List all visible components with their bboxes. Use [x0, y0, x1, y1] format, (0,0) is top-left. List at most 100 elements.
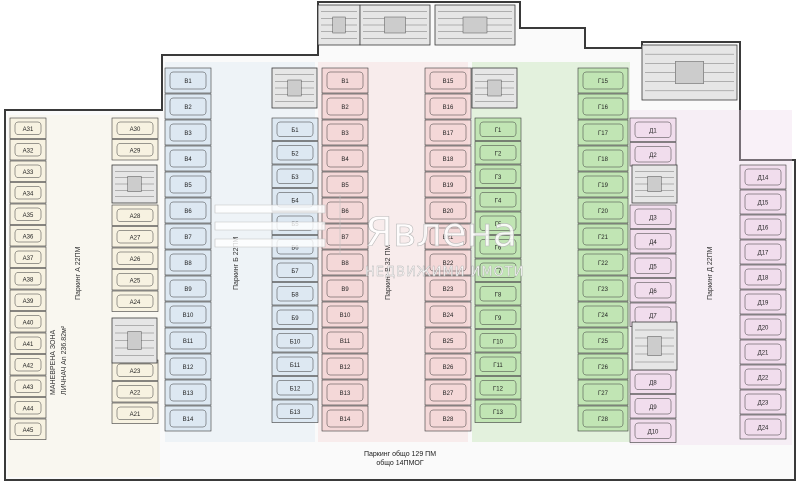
parking-slot-label: Г23	[598, 287, 609, 293]
parking-slot-label: Г5	[495, 222, 502, 228]
parking-slot-label: Д6	[649, 289, 657, 295]
parking-slot: A30	[111, 117, 159, 139]
parking-slot-label: Г20	[598, 209, 609, 215]
stair-core	[271, 67, 318, 109]
parking-slot: Д2	[629, 142, 677, 167]
parking-slot-label: В23	[443, 287, 454, 293]
parking-slot: Д18	[739, 264, 787, 290]
parking-slot: В2	[321, 93, 369, 120]
parking-slot: Г3	[474, 164, 522, 188]
parking-slot: Д24	[739, 414, 787, 440]
parking-slot-label: B3	[184, 131, 192, 137]
parking-slot-label: В24	[443, 313, 454, 319]
parking-slot-label: В8	[341, 261, 349, 267]
parking-slot-label: Д10	[648, 429, 659, 435]
parking-slot-label: A30	[130, 127, 141, 133]
parking-slot: В3	[321, 119, 369, 146]
parking-slot: Г21	[577, 223, 629, 250]
watermark-brand: Явлена	[365, 210, 517, 256]
parking-slot-label: В21	[443, 235, 454, 241]
parking-slot: Д7	[629, 302, 677, 327]
parking-slot-label: B8	[184, 261, 192, 267]
parking-slot: В23	[424, 275, 472, 302]
parking-slot: A36	[9, 225, 47, 247]
parking-slot: B13	[164, 379, 212, 406]
parking-slot: Б9	[271, 305, 319, 329]
parking-slot-label: Г8	[495, 292, 502, 298]
parking-slot: В19	[424, 171, 472, 198]
stair-core	[641, 44, 738, 101]
parking-slot: В1	[321, 67, 369, 94]
parking-slot-label: Д19	[758, 301, 769, 307]
parking-slot-label: Г26	[598, 365, 609, 371]
parking-slot-label: В5	[341, 183, 349, 189]
parking-slot-label: B12	[183, 365, 194, 371]
parking-slot: Б11	[271, 352, 319, 376]
parking-slot: В6	[321, 197, 369, 224]
parking-slot: Д20	[739, 314, 787, 340]
parking-slot: В12	[321, 353, 369, 380]
parking-slot-label: Д5	[649, 264, 657, 270]
parking-slot: Г6	[474, 235, 522, 259]
parking-slot-label: A33	[23, 170, 34, 176]
parking-slot: Б12	[271, 376, 319, 400]
parking-slot: Г11	[474, 352, 522, 376]
zone-c-title: Паркинг В 32 ПМ	[385, 244, 392, 300]
parking-slot-label: В17	[443, 131, 454, 137]
parking-slot-label: A39	[23, 299, 34, 305]
parking-slot-label: B9	[184, 287, 192, 293]
parking-slot-label: A24	[130, 300, 141, 306]
parking-slot: A28	[111, 204, 159, 226]
parking-slot: В4	[321, 145, 369, 172]
parking-slot: В21	[424, 223, 472, 250]
parking-slot: B8	[164, 249, 212, 276]
parking-slot: Д16	[739, 214, 787, 240]
parking-slot-label: Г25	[598, 339, 609, 345]
parking-slot: B4	[164, 145, 212, 172]
parking-slot-label: A40	[23, 320, 34, 326]
parking-slot-label: В9	[341, 287, 349, 293]
stair-core	[359, 4, 431, 46]
parking-slot-label: Д1	[649, 128, 657, 134]
parking-slot: Г1	[474, 117, 522, 141]
stair-core	[317, 4, 361, 46]
zone-d-title: Паркинг Д 22ПМ	[707, 246, 714, 300]
parking-slot: A44	[9, 397, 47, 419]
parking-slot-label: Г19	[598, 183, 609, 189]
parking-slot: B14	[164, 405, 212, 432]
parking-slot-label: Г28	[598, 417, 609, 423]
parking-slot-label: A32	[23, 148, 34, 154]
parking-slot: Г19	[577, 171, 629, 198]
parking-slot-label: Д23	[758, 401, 769, 407]
parking-slot: Д21	[739, 339, 787, 365]
parking-slot: Г22	[577, 249, 629, 276]
parking-slot-label: B1	[184, 79, 192, 85]
parking-slot-label: A43	[23, 385, 34, 391]
parking-slot: В8	[321, 249, 369, 276]
parking-slot: В26	[424, 353, 472, 380]
parking-slot-label: Г22	[598, 261, 609, 267]
parking-slot: A38	[9, 268, 47, 290]
parking-slot-label: Д7	[649, 313, 657, 319]
parking-slot-label: A26	[130, 257, 141, 263]
parking-slot-label: A37	[23, 256, 34, 262]
parking-slot: В10	[321, 301, 369, 328]
parking-slot: Д5	[629, 253, 677, 278]
parking-slot-label: В11	[340, 339, 351, 345]
parking-slot-label: В7	[341, 235, 349, 241]
parking-slot-label: A36	[23, 234, 34, 240]
parking-slot-label: Б6	[291, 245, 299, 251]
parking-slot-label: Г1	[495, 128, 502, 134]
parking-slot-label: Б12	[290, 386, 301, 392]
parking-slot-label: В19	[443, 183, 454, 189]
parking-slot: В16	[424, 93, 472, 120]
parking-slot: Д22	[739, 364, 787, 390]
parking-slot-label: B2	[184, 105, 192, 111]
parking-slot-label: A44	[23, 406, 34, 412]
parking-slot-label: Г11	[493, 363, 503, 369]
parking-slot: B5	[164, 171, 212, 198]
parking-slot-label: В13	[340, 391, 351, 397]
maneuver-zone-line1: МАНЕВРЕНА ЗОНА	[50, 329, 57, 395]
parking-slot-label: В14	[340, 417, 351, 423]
